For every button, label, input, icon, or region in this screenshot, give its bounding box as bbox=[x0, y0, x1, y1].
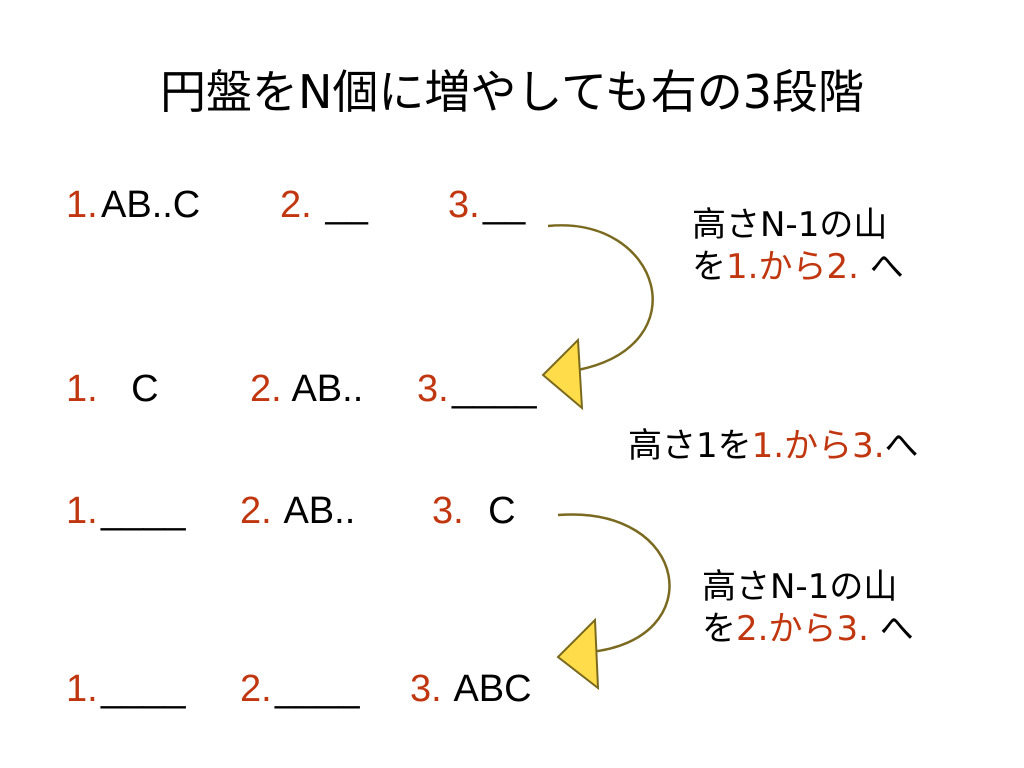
arrow-step-1-head bbox=[541, 337, 584, 411]
peg-3-content: __ bbox=[483, 184, 526, 226]
peg-1-content: C bbox=[110, 368, 159, 410]
note-text: から bbox=[784, 426, 853, 466]
note-source-peg: 2. bbox=[736, 609, 769, 649]
arrow-step-3-head bbox=[556, 617, 600, 691]
note-text: から bbox=[758, 247, 827, 287]
peg-3-content: C bbox=[467, 490, 516, 532]
state-row-4: 1. ____ 2. ____ 3. ABC bbox=[0, 664, 1024, 714]
peg-2-number: 2. bbox=[240, 490, 272, 532]
note-source-peg: 1. bbox=[751, 426, 785, 466]
peg-2-content: AB.. bbox=[275, 490, 356, 532]
peg-3-content: ABC bbox=[445, 668, 532, 710]
peg-1-number: 1. bbox=[66, 368, 98, 410]
peg-3-number: 3. bbox=[417, 368, 449, 410]
peg-2-number: 2. bbox=[280, 184, 312, 226]
note-target-peg: 3. bbox=[836, 609, 869, 649]
peg-2-number: 2. bbox=[240, 668, 272, 710]
note-source-peg: 1. bbox=[726, 247, 759, 287]
note-step-3-line-1: 高さN-1の山 bbox=[702, 567, 898, 607]
peg-2-number: 2. bbox=[250, 368, 282, 410]
note-text: から bbox=[768, 609, 837, 649]
note-target-peg: 3. bbox=[852, 426, 885, 466]
slide-title: 円盤をN個に増やしても右の3段階 bbox=[160, 65, 864, 119]
peg-1-content: AB..C bbox=[101, 184, 201, 226]
peg-3-number: 3. bbox=[432, 490, 464, 532]
peg-3-number: 3. bbox=[410, 668, 442, 710]
note-text: を bbox=[702, 609, 736, 649]
state-row-3: 1. ____ 2. AB.. 3. C bbox=[0, 486, 1024, 536]
peg-1-number: 1. bbox=[66, 184, 98, 226]
note-step-1-line-2: を1.から2. へ bbox=[692, 246, 904, 288]
peg-1-content: ____ bbox=[101, 490, 186, 532]
peg-2-content: AB.. bbox=[283, 368, 364, 410]
arrow-step-3 bbox=[556, 513, 671, 691]
state-row-1: 1. AB..C 2. __ 3. __ bbox=[0, 180, 1024, 230]
note-step-1-line-1: 高さN-1の山 bbox=[692, 205, 888, 245]
note-step-3: 高さN-1の山 を2.から3. へ bbox=[702, 566, 914, 650]
peg-2-content: ____ bbox=[275, 668, 360, 710]
peg-3-number: 3. bbox=[448, 184, 480, 226]
note-text: へ bbox=[868, 609, 914, 649]
note-step-1: 高さN-1の山 を1.から2. へ bbox=[692, 204, 904, 288]
note-step-2: 高さ1を1.から3.へ bbox=[628, 425, 919, 467]
note-text: を bbox=[692, 247, 726, 287]
note-text: へ bbox=[884, 426, 919, 466]
peg-1-content: ____ bbox=[101, 668, 186, 710]
peg-1-number: 1. bbox=[66, 668, 98, 710]
arrow-step-3-curve bbox=[557, 513, 671, 654]
arrow-step-1-curve bbox=[547, 224, 654, 372]
peg-1-number: 1. bbox=[66, 490, 98, 532]
note-target-peg: 2. bbox=[826, 247, 859, 287]
arrow-step-1 bbox=[541, 224, 654, 411]
state-row-2: 1. C 2. AB.. 3. ____ bbox=[0, 364, 1024, 414]
note-step-2-line-1: 高さ1を1.から3.へ bbox=[628, 425, 919, 467]
peg-2-content: __ bbox=[315, 184, 368, 226]
note-text: 高さ1を bbox=[628, 426, 752, 466]
note-text: へ bbox=[858, 247, 904, 287]
note-step-3-line-2: を2.から3. へ bbox=[702, 608, 914, 650]
peg-3-content: ____ bbox=[452, 368, 537, 410]
